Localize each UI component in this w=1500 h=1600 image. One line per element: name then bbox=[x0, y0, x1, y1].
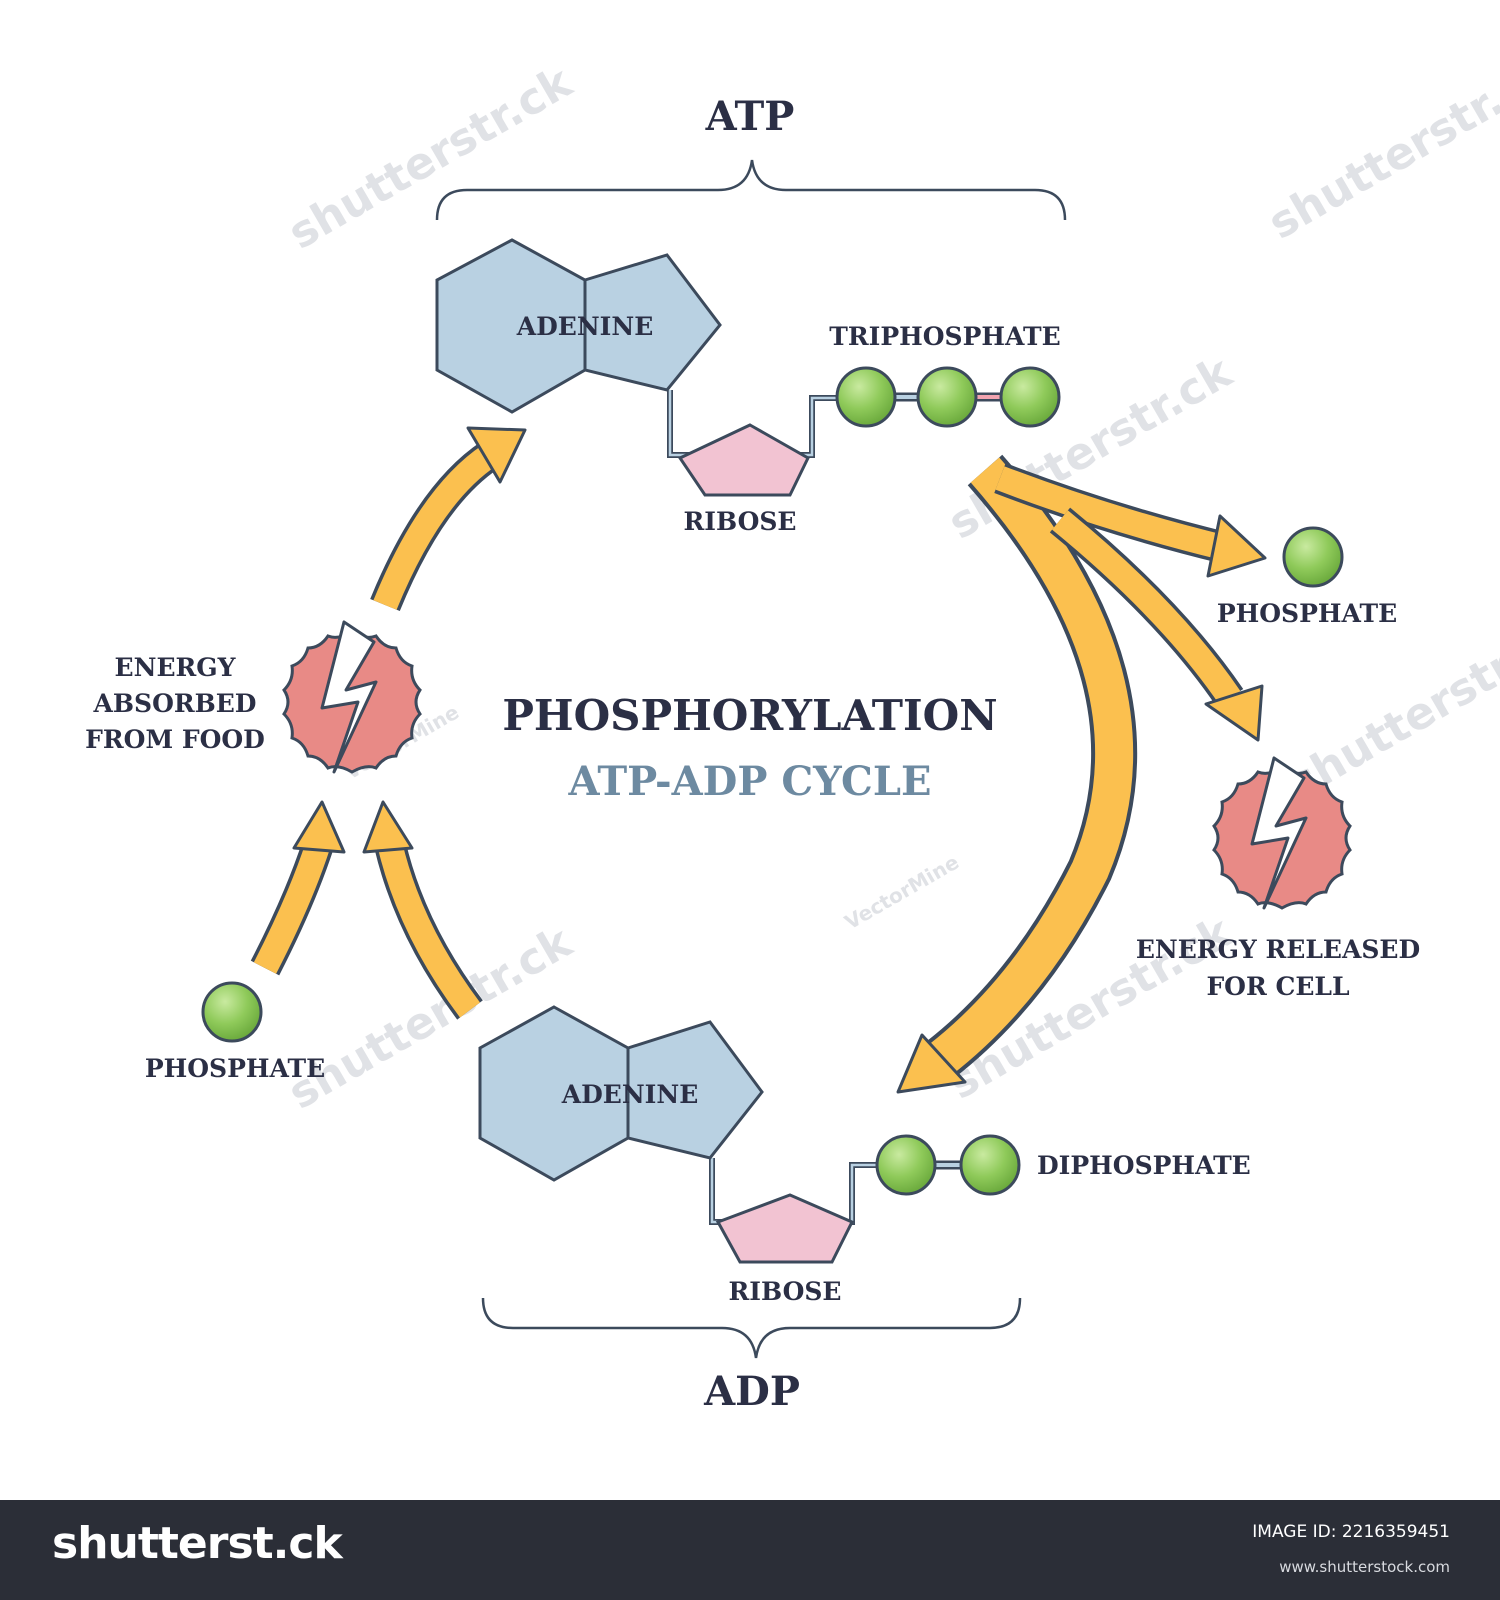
arrow-head bbox=[1204, 684, 1264, 742]
phosphate-ball bbox=[835, 366, 897, 428]
lightning-bolt-icon bbox=[1250, 756, 1308, 910]
connector-line bbox=[710, 1158, 738, 1224]
arrow-head bbox=[896, 1033, 967, 1094]
adenine-pentagon bbox=[583, 253, 722, 392]
arrow-shaft bbox=[377, 842, 481, 1018]
atp-molecule: ADENINE RIBOSE TRIPHOSPHATE bbox=[435, 238, 1061, 536]
arrow-shaft bbox=[253, 841, 330, 974]
arrow-head bbox=[292, 800, 346, 854]
connector-line bbox=[667, 390, 700, 458]
ribose-pentagon bbox=[677, 423, 810, 497]
footer-url-link[interactable]: www.shutterstock.com bbox=[1279, 1558, 1450, 1576]
phosphate-left-label: PHOSPHATE bbox=[145, 1054, 325, 1083]
adenine-label: ADENINE bbox=[516, 312, 654, 341]
phosphate-ball bbox=[959, 1134, 1021, 1196]
adp-label: ADP bbox=[703, 1368, 800, 1415]
atp-label: ATP bbox=[705, 93, 795, 140]
phosphate-ball bbox=[875, 1134, 937, 1196]
adenine-pentagon bbox=[626, 1020, 764, 1160]
phosphate-right-label: PHOSPHATE bbox=[1217, 599, 1397, 628]
watermark-text: shutterstr.ck bbox=[280, 56, 582, 260]
energy-absorbed-label-line2: ABSORBED bbox=[92, 689, 256, 718]
image-id-text: IMAGE ID: 2216359451 bbox=[1252, 1522, 1450, 1542]
stock-footer-bar: shutterst.ck IMAGE ID: 2216359451 www.sh… bbox=[0, 1500, 1500, 1600]
ribose-label: RIBOSE bbox=[684, 507, 797, 536]
diphosphate-label: DIPHOSPHATE bbox=[1037, 1151, 1251, 1180]
connector-line bbox=[842, 1163, 880, 1224]
arrow-shaft bbox=[1052, 510, 1241, 706]
arrow-head bbox=[1206, 514, 1267, 578]
energy-absorbed-label-line3: FROM FOOD bbox=[85, 725, 265, 754]
diagram-subtitle: ATP-ADP CYCLE bbox=[568, 758, 932, 805]
atp-bracket bbox=[435, 159, 1067, 221]
arrow-shaft bbox=[928, 457, 1134, 1075]
adenine-label: ADENINE bbox=[561, 1080, 699, 1109]
energy-released-badge bbox=[1212, 756, 1352, 910]
connector-line bbox=[709, 1158, 738, 1225]
free-phosphate-ball bbox=[201, 981, 263, 1043]
lightning-bolt-icon bbox=[320, 620, 378, 774]
phosphate-ball bbox=[999, 366, 1061, 428]
triphosphate-label: TRIPHOSPHATE bbox=[829, 322, 1060, 351]
arrow-layer bbox=[250, 426, 1267, 1094]
watermark-text: shutterstr.ck bbox=[1260, 46, 1500, 250]
arrow-head bbox=[362, 800, 414, 854]
ribose-label: RIBOSE bbox=[729, 1277, 842, 1306]
free-phosphate-ball bbox=[1282, 526, 1344, 588]
energy-released-label-line2: FOR CELL bbox=[1206, 972, 1350, 1001]
arrow-shaft bbox=[373, 444, 498, 610]
watermark-text: VectorMine bbox=[841, 850, 963, 935]
phosphate-ball bbox=[916, 366, 978, 428]
stock-logo: shutterst.ck bbox=[52, 1518, 343, 1569]
arrow-shaft bbox=[995, 466, 1228, 561]
energy-absorbed-badge bbox=[282, 620, 422, 774]
diagram-title: PHOSPHORYLATION bbox=[502, 691, 997, 740]
energy-released-label-line1: ENERGY RELEASED bbox=[1136, 935, 1420, 964]
connector-line bbox=[668, 390, 700, 457]
connector-line bbox=[842, 1162, 880, 1225]
atp-adp-cycle-diagram: shutterstr.ck shutterstr.ck shutterstr.c… bbox=[85, 46, 1500, 1415]
adp-bracket bbox=[481, 1297, 1022, 1359]
ribose-pentagon bbox=[715, 1193, 855, 1264]
arrow-head bbox=[466, 426, 527, 484]
adp-molecule: ADENINE RIBOSE DIPHOSPHATE bbox=[478, 1005, 1251, 1306]
connector-line bbox=[800, 396, 840, 457]
connector-line bbox=[800, 395, 840, 458]
energy-absorbed-label-line1: ENERGY bbox=[115, 653, 237, 682]
